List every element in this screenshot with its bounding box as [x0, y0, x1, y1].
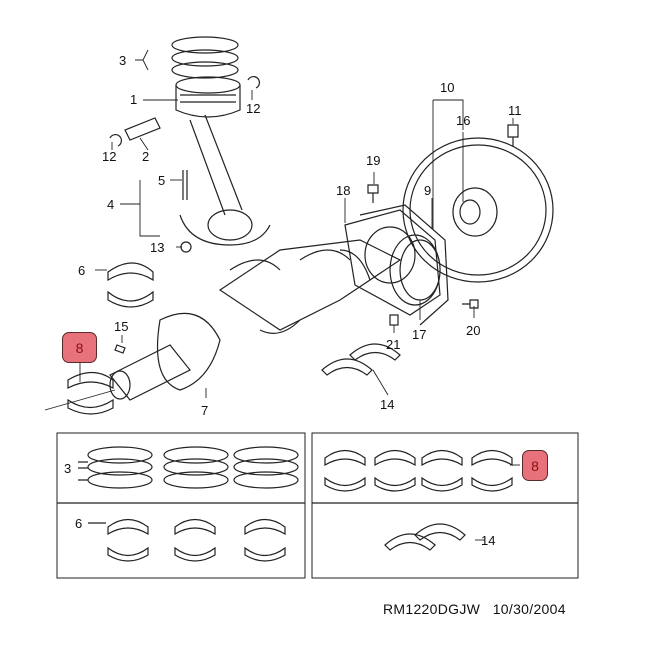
callout-2: 2	[142, 149, 150, 164]
callout-11: 11	[508, 103, 522, 118]
rod-nut-drawing	[180, 241, 192, 253]
main-bearing-drawing	[67, 371, 114, 415]
callout-15: 15	[114, 319, 129, 334]
callout-19: 19	[366, 153, 381, 168]
rod-bearing-drawing	[107, 262, 154, 308]
callout-16: 16	[456, 113, 471, 128]
panel-label-3: 3	[64, 461, 72, 476]
flywheel-drawing	[402, 137, 554, 283]
panel-rod-bearings-drawing	[88, 518, 286, 562]
diagram-code: RM1220DGJW	[383, 601, 481, 617]
piston-pin-drawing	[124, 117, 161, 141]
callout-12: 12	[246, 101, 261, 116]
retainer-drawing	[344, 209, 441, 316]
bolt-11-drawing	[507, 124, 519, 147]
callout-4: 4	[107, 197, 115, 212]
diagram-date: 10/30/2004	[492, 601, 566, 617]
callout-21: 21	[386, 337, 401, 352]
callout-14: 14	[380, 397, 395, 412]
callout-5: 5	[158, 173, 166, 188]
callout-9: 9	[424, 183, 432, 198]
highlighted-callout-8[interactable]: 8	[62, 332, 97, 363]
dowel-drawing	[389, 314, 399, 326]
callout-6: 6	[78, 263, 86, 278]
crankshaft-drawing	[109, 239, 402, 401]
oil-seal-drawing	[389, 234, 441, 306]
callout-1: 1	[130, 92, 138, 107]
panel-main-bearings-drawing	[324, 449, 513, 492]
gasket-drawing	[359, 204, 449, 326]
callout-18: 18	[336, 183, 351, 198]
callout-3: 3	[119, 53, 127, 68]
callout-17: 17	[412, 327, 427, 342]
snap-ring-drawing-2	[109, 134, 122, 147]
callout-12b: 12	[102, 149, 117, 164]
rod-bolt-drawing	[182, 170, 188, 200]
diagram-caption: RM1220DGJW 10/30/2004	[383, 601, 566, 617]
bolt-20-drawing	[462, 299, 479, 309]
bolt-19-drawing	[367, 184, 379, 203]
callout-13: 13	[150, 240, 165, 255]
callout-7: 7	[201, 403, 209, 418]
panel-thrust-drawing	[384, 523, 466, 551]
connecting-rod-drawing	[179, 114, 271, 246]
panel-label-14: 14	[481, 533, 496, 548]
callout-20: 20	[466, 323, 481, 338]
panel-rings-drawing	[78, 446, 299, 489]
piston-rings-drawing	[171, 36, 239, 79]
snap-ring-drawing	[247, 76, 260, 89]
thrust-washer-drawing	[321, 343, 401, 376]
key-drawing	[114, 344, 126, 354]
callout-10: 10	[440, 80, 455, 95]
highlighted-panel-callout-8[interactable]: 8	[522, 450, 548, 481]
piston-drawing	[175, 76, 241, 118]
panel-label-6: 6	[75, 516, 83, 531]
